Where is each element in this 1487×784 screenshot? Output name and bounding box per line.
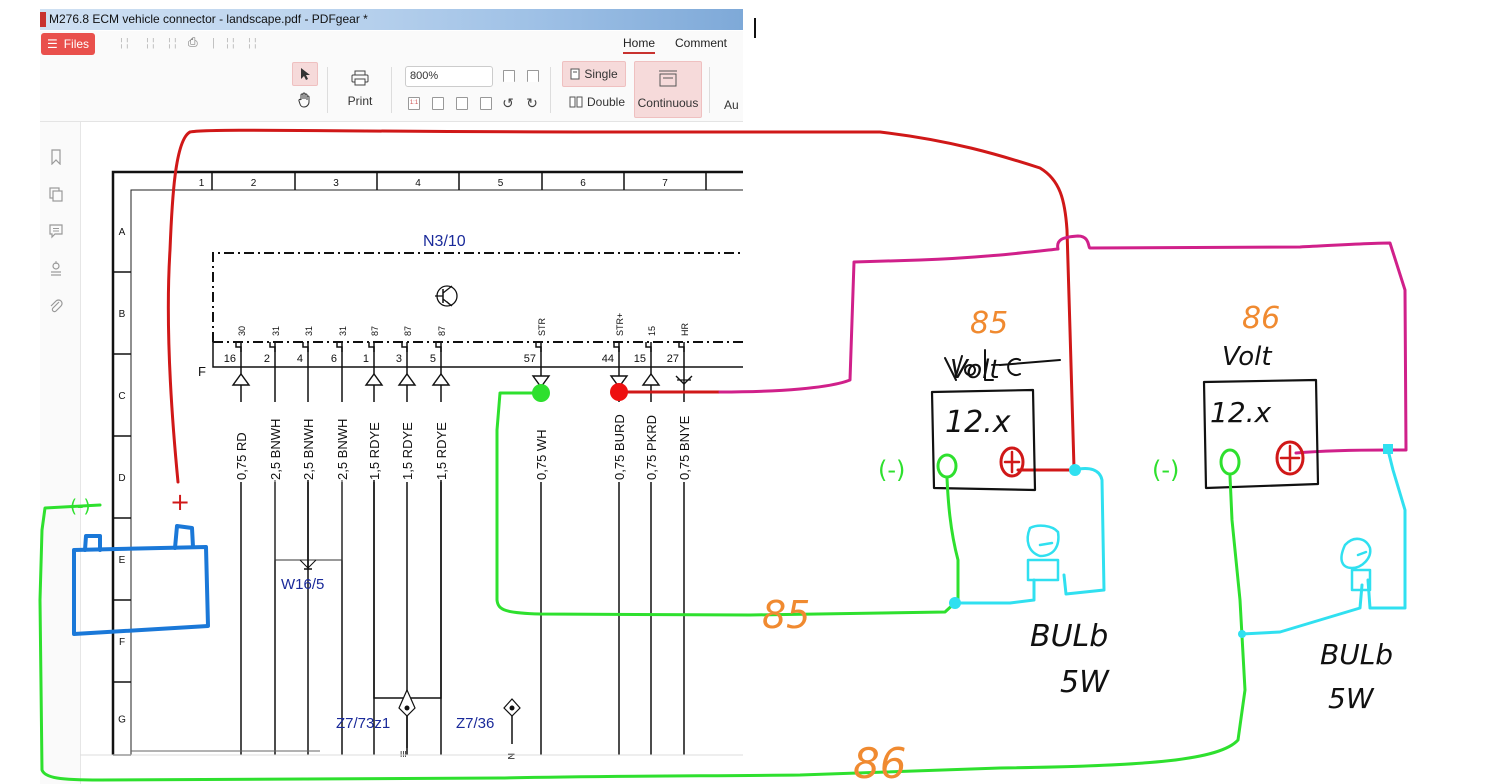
bulb-2-label: BULb — [1320, 638, 1393, 671]
title-bar: M276.8 ECM vehicle connector - landscape… — [40, 9, 743, 30]
relay-86-number: 86 — [1242, 301, 1280, 336]
quick-access-redo-icon[interactable]: ¦ ¦ — [146, 37, 155, 49]
rotate-left-icon[interactable]: ↺ — [502, 94, 514, 111]
pages-icon[interactable] — [48, 186, 64, 202]
ribbon-separator — [327, 67, 328, 113]
quick-print-icon[interactable]: ⎙ — [188, 35, 198, 49]
hand-tool-button[interactable] — [292, 89, 316, 111]
auto-scroll-button[interactable]: Au — [724, 97, 739, 113]
hamburger-icon: ☰ — [46, 37, 58, 51]
printer-icon — [351, 70, 369, 86]
cyan-wire-relay85-to-bulb — [1062, 466, 1106, 596]
bulb-2-watt: 5W — [1328, 682, 1375, 715]
files-label: Files — [63, 37, 90, 51]
bulb-1-watt: 5W — [1060, 665, 1110, 700]
cyan-wire-relay86-to-bulb — [1366, 448, 1407, 610]
ribbon-separator — [550, 67, 551, 113]
junction-relay86-plus — [1383, 444, 1393, 454]
relay-85-minus-terminal — [936, 453, 958, 479]
junction-relay85-plus — [1069, 464, 1081, 476]
wire-label-86: 86 — [853, 739, 906, 784]
relay-85-volt-label: Volt — [950, 355, 1000, 385]
magenta-wire-trigger — [718, 234, 1408, 455]
relay-85-number: 85 — [970, 306, 1008, 341]
junction-85 — [949, 597, 961, 609]
relay-85-volt-scribble — [944, 349, 1061, 381]
double-label: Double — [586, 95, 626, 109]
cyan-wire-bulb2-ground — [1240, 583, 1364, 636]
zoom-in-icon[interactable] — [527, 70, 539, 82]
relay-86-minus-label: (-) — [1152, 456, 1179, 484]
auto-label: Au — [724, 98, 739, 112]
ribbon-separator — [709, 67, 710, 113]
stamp-icon[interactable] — [48, 260, 64, 276]
tab-home[interactable]: Home — [623, 36, 656, 54]
continuous-scroll-icon — [659, 70, 677, 86]
bulb-2-icon — [1340, 537, 1372, 592]
single-page-icon — [570, 68, 580, 80]
bulb-1-icon — [1026, 524, 1060, 582]
ribbon-toolbar: Print 800% ⌵ 1:1 ↺ ↻ Single Double Conti… — [40, 57, 743, 122]
text-cursor — [754, 18, 756, 38]
chevron-down-icon: ⌵ — [410, 69, 418, 80]
fit-height-icon[interactable] — [480, 97, 492, 110]
relay-86-value: 12.x — [1210, 396, 1272, 429]
relay-86-volt-label: Volt — [1222, 342, 1272, 372]
single-label: Single — [584, 67, 618, 81]
app-logo-icon — [40, 12, 46, 27]
rotate-right-icon[interactable]: ↻ — [526, 94, 538, 111]
window-title: M276.8 ECM vehicle connector - landscape… — [49, 12, 368, 26]
relay-86-plus-terminal — [1275, 440, 1305, 476]
actual-size-icon[interactable]: 1:1 — [408, 97, 420, 110]
wire-label-85: 85 — [762, 593, 810, 637]
quick-access-undo-icon[interactable]: ¦ ¦ — [120, 37, 129, 49]
menu-bar: ☰ Files ¦ ¦ ¦ ¦ ¦ ¦ ⎙ | ¦ ¦ ¦ ¦ Home Com… — [40, 31, 743, 57]
hand-icon — [298, 92, 310, 108]
quick-access-sep: | — [212, 37, 215, 49]
zoom-level-select[interactable]: 800% ⌵ — [405, 66, 493, 87]
tab-comment[interactable]: Comment — [675, 36, 728, 50]
quick-access-next-icon[interactable]: ¦ ¦ — [248, 37, 257, 49]
bookmark-icon[interactable] — [48, 149, 64, 165]
files-menu-button[interactable]: ☰ Files — [41, 33, 95, 55]
relay-85-plus-terminal — [999, 446, 1025, 478]
ribbon-separator — [391, 67, 392, 113]
fit-width-icon[interactable] — [456, 97, 468, 110]
double-page-icon — [569, 96, 583, 108]
pdfgear-window: M276.8 ECM vehicle connector - landscape… — [40, 9, 743, 784]
single-page-button[interactable]: Single — [562, 61, 626, 87]
double-page-button[interactable]: Double — [566, 90, 628, 114]
print-label: Print — [347, 94, 373, 108]
continuous-label: Continuous — [637, 95, 699, 110]
quick-access-save-icon[interactable]: ¦ ¦ — [168, 37, 177, 49]
zoom-out-icon[interactable] — [503, 70, 515, 82]
relay-85-value: 12.x — [945, 405, 1011, 440]
attachment-icon[interactable] — [48, 298, 64, 314]
left-sidebar — [40, 122, 81, 784]
continuous-button[interactable]: Continuous — [634, 61, 702, 118]
pdf-document-view[interactable] — [81, 122, 743, 784]
relay-85-minus-label: (-) — [878, 456, 905, 484]
relay-86-box — [1202, 378, 1320, 490]
bulb-1-label: BULb — [1030, 619, 1108, 654]
select-tool-button[interactable] — [292, 62, 318, 86]
junction-86 — [1238, 630, 1246, 638]
relay-85-box — [930, 388, 1037, 492]
print-button[interactable]: Print — [340, 61, 380, 117]
cyan-wire-bulb1-ground — [956, 578, 1036, 605]
cursor-arrow-icon — [301, 68, 310, 80]
comment-icon[interactable] — [48, 223, 64, 239]
quick-access-prev-icon[interactable]: ¦ ¦ — [226, 37, 235, 49]
zoom-value: 800% — [410, 70, 439, 82]
relay-86-minus-terminal — [1219, 448, 1241, 476]
fit-page-icon[interactable] — [432, 97, 444, 110]
